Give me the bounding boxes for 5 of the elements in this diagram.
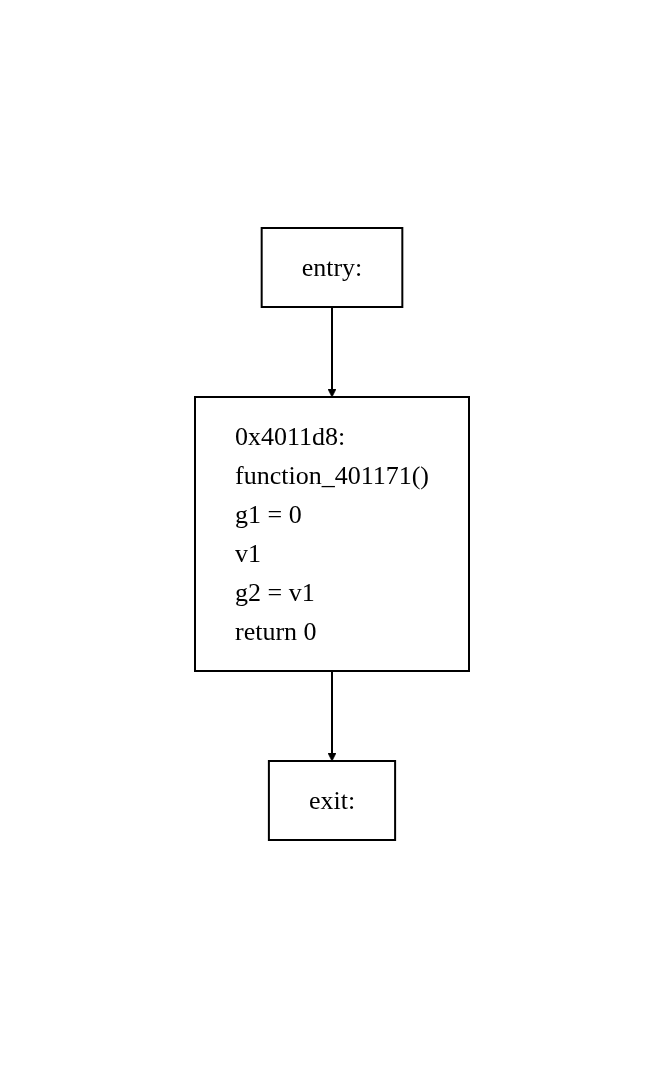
node-box: entry: [260, 227, 404, 308]
node-box: 0x4011d8: function_401171() g1 = 0 v1 g2 = v1 return 0 [194, 396, 470, 672]
arrow [327, 306, 337, 398]
arrow [327, 670, 337, 762]
node-box: exit: [267, 760, 397, 841]
